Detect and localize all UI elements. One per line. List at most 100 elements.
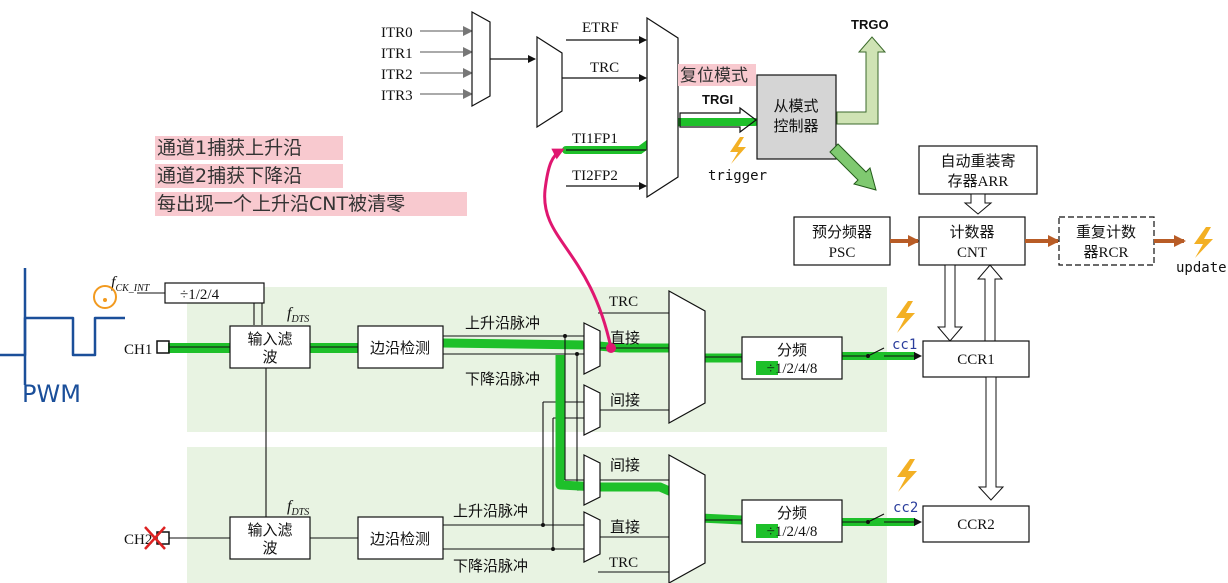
ch2-mux-direct-label: 直接 — [610, 519, 640, 536]
note-line2: 通道2捕获下降沿 — [157, 165, 302, 187]
ccr1-to-cnt-arrow — [976, 264, 1004, 342]
arr-box — [918, 145, 1038, 195]
ch2-filter-line2: 波 — [262, 540, 277, 557]
ch1-prescaler-line2: ÷1/2/4/8 — [767, 361, 818, 377]
annotation-curve — [543, 148, 613, 349]
trgi-label: TRGI — [702, 92, 733, 107]
fck-int-circle — [93, 285, 117, 309]
trc-mux — [536, 35, 563, 129]
ch2-filter-box — [229, 516, 311, 560]
ch1-rising-label: 上升沿脉冲 — [465, 315, 540, 332]
psc-box — [793, 216, 891, 266]
ccr2-label: CCR2 — [957, 517, 995, 533]
ch1-input-label: CH1 — [124, 342, 152, 358]
cnt-to-ccr1-arrow — [936, 264, 964, 342]
ch2-prescaler-line1: 分频 — [777, 505, 807, 522]
ch1-edge-detect-box — [357, 325, 444, 369]
pwm-handwriting: PWM — [22, 380, 81, 408]
reset-mode-label: 复位模式 — [680, 66, 748, 86]
itr-input-arrows — [420, 26, 473, 99]
ti2fp2-label: TI2FP2 — [572, 168, 618, 184]
itr-mux — [471, 10, 491, 108]
slave-controller-line2: 控制器 — [773, 118, 818, 135]
cc2-bolt-icon — [897, 459, 917, 492]
ch1-mux-indirect-label: 间接 — [610, 392, 640, 409]
ch2-input-label: CH2 — [124, 532, 152, 548]
ch1-pulse-wires — [443, 335, 584, 491]
note-line1: 通道1捕获上升沿 — [157, 137, 302, 159]
ch2-input-select-mux — [668, 453, 706, 583]
ccr2-box — [922, 505, 1030, 543]
ch1-mux-trc-label: TRC — [609, 294, 638, 310]
ch2-mux-trc-label: TRC — [609, 555, 638, 571]
ch2-rising-label: 上升沿脉冲 — [453, 503, 528, 520]
ch1-prescaler-line1: 分频 — [777, 342, 807, 359]
fdts2-label: fDTS — [287, 498, 309, 518]
ch2-falling-label: 下降沿脉冲 — [453, 558, 528, 575]
ch2-filter-line1: 输入滤 — [247, 522, 292, 539]
slave-controller-line1: 从模式 — [773, 98, 818, 115]
ccr1-box — [922, 340, 1030, 378]
arr-line2: 存器ARR — [948, 173, 1009, 190]
note-line3: 每出现一个上升沿CNT被清零 — [157, 193, 405, 215]
rcr-line2: 器RCR — [1083, 245, 1128, 261]
trgi-arrow — [679, 106, 757, 134]
notes-highlight — [155, 136, 343, 160]
cc1-label: cc1 — [892, 337, 917, 353]
ch2-edge-detect-box — [357, 516, 444, 560]
pwm-waveform — [0, 316, 125, 357]
ch1-filter-line2: 波 — [262, 349, 277, 366]
ch1-filter-box — [229, 325, 311, 369]
trgo-label: TRGO — [851, 17, 889, 32]
ch1-filter-line1: 输入滤 — [247, 331, 292, 348]
itr0-label: ITR0 — [381, 25, 413, 41]
itr1-label: ITR1 — [381, 46, 413, 62]
cc2-label: cc2 — [893, 500, 918, 516]
ch1-pin — [156, 340, 170, 354]
trigger-label: trigger — [708, 168, 767, 184]
cnt-line2: CNT — [957, 245, 987, 261]
etrf-label: ETRF — [582, 20, 619, 36]
trigger-mux — [646, 16, 679, 199]
fdts1-label: fDTS — [287, 305, 309, 325]
ch2-pulse-wires — [443, 401, 584, 550]
update-label: update — [1176, 260, 1227, 276]
ch1-polarity-mux-b — [583, 384, 601, 436]
cnt-to-ccr2-arrow — [977, 376, 1005, 501]
ch1-prescaler-box — [741, 336, 843, 380]
ch2-edge-detect-label: 边沿检测 — [370, 531, 430, 548]
ch1-edge-detect-label: 边沿检测 — [370, 340, 430, 357]
trc-label: TRC — [590, 60, 619, 76]
ch2-prescaler-line2: ÷1/2/4/8 — [767, 524, 818, 540]
slave-controller-box — [756, 74, 837, 160]
cc1-bolt-icon — [896, 301, 915, 333]
trigger-bolt-icon — [730, 137, 746, 164]
update-bolt-icon — [1194, 227, 1213, 258]
ch1-input-select-mux — [668, 289, 706, 425]
rcr-line1: 重复计数 — [1076, 223, 1136, 241]
itr2-label: ITR2 — [381, 67, 413, 83]
ch1-falling-label: 下降沿脉冲 — [465, 371, 540, 388]
ch2-polarity-mux-a — [583, 454, 601, 506]
ch1-mux-direct-label: 直接 — [610, 330, 640, 347]
trgo-arrow — [836, 36, 887, 125]
fck-divider-box — [164, 282, 265, 304]
ch1-polarity-mux-a — [583, 322, 601, 375]
cnt-line1: 计数器 — [949, 224, 994, 241]
ti1fp1-label: TI1FP1 — [572, 131, 618, 147]
arr-down-arrow — [963, 193, 993, 215]
rcr-box — [1058, 216, 1155, 266]
fck-divider-label: ÷1/2/4 — [180, 287, 220, 303]
reset-mode-highlight — [678, 64, 756, 86]
itr3-label: ITR3 — [381, 88, 413, 104]
ch2-polarity-mux-b — [583, 511, 601, 563]
psc-line1: 预分频器 — [812, 224, 872, 241]
psc-line2: PSC — [829, 245, 856, 261]
arr-line1: 自动重装寄 — [940, 152, 1015, 170]
fck-int-label: fCK_INT — [111, 274, 151, 294]
ccr1-label: CCR1 — [957, 352, 995, 368]
controller-to-cnt-arrow — [829, 143, 877, 191]
ch2-mux-indirect-label: 间接 — [610, 457, 640, 474]
